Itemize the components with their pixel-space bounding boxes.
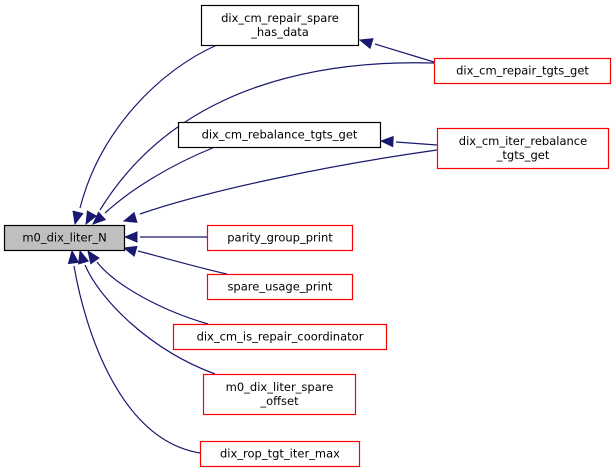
node-label: m0_dix_liter_spare: [226, 380, 334, 394]
edge-line: [137, 250, 228, 275]
edge-line: [395, 141, 438, 146]
edge-line: [99, 62, 435, 211]
node-label: spare_usage_print: [227, 280, 333, 294]
node-label: dix_cm_repair_spare: [221, 11, 339, 25]
node-label: dix_rop_tgt_iter_max: [220, 447, 340, 461]
node-box[interactable]: [199, 440, 361, 468]
node-box[interactable]: [206, 273, 354, 301]
node-dix-cm-iter-rebalance-tgts-get[interactable]: dix_cm_iter_rebalance_tgts_get: [436, 127, 610, 170]
edge-n7-root: [87, 249, 209, 325]
arrowhead-icon: [85, 210, 98, 226]
node-label: parity_group_print: [227, 231, 333, 245]
edge-line: [374, 43, 435, 63]
node-parity-group-print[interactable]: parity_group_print: [206, 224, 354, 252]
node-box[interactable]: [433, 57, 612, 85]
arrowhead-icon: [67, 249, 80, 265]
arrowhead-icon: [123, 231, 138, 243]
edge-n2-n1: [358, 38, 435, 63]
node-box: [3, 224, 126, 252]
node-label: dix_cm_iter_rebalance: [459, 134, 587, 148]
node-label: dix_cm_is_repair_coordinator: [197, 330, 364, 344]
node-label: _has_data: [250, 25, 309, 39]
arrowhead-icon: [379, 135, 394, 148]
node-dix-rop-tgt-iter-max[interactable]: dix_rop_tgt_iter_max: [199, 440, 361, 468]
edges-layer: [67, 38, 438, 454]
node-label: dix_cm_repair_tgts_get: [456, 64, 589, 78]
edge-n3-root: [92, 146, 216, 225]
node-spare-usage-print[interactable]: spare_usage_print: [206, 273, 354, 301]
node-dix-cm-repair-tgts-get[interactable]: dix_cm_repair_tgts_get: [433, 57, 612, 85]
edge-n2-root: [85, 62, 435, 226]
nodes-layer: m0_dix_liter_N dix_cm_repair_spare_has_da…: [3, 4, 612, 468]
edge-line: [73, 265, 201, 454]
arrowhead-icon: [122, 245, 138, 257]
edge-n4-n3: [379, 135, 438, 148]
edge-line: [79, 44, 218, 209]
root-node-m0-dix-liter-n: m0_dix_liter_N: [3, 224, 126, 252]
node-label: _offset: [259, 394, 299, 408]
node-label: m0_dix_liter_N: [22, 231, 106, 245]
node-box[interactable]: [177, 121, 382, 149]
edge-line: [96, 261, 209, 325]
arrowhead-icon: [87, 249, 100, 265]
node-label: dix_cm_rebalance_tgts_get: [202, 128, 358, 142]
node-label: _tgts_get: [496, 148, 550, 162]
arrowhead-icon: [72, 210, 84, 226]
edge-n6-root: [122, 245, 228, 275]
node-box[interactable]: [200, 4, 360, 47]
node-m0-dix-liter-spare-offset[interactable]: m0_dix_liter_spare_offset: [202, 373, 357, 416]
node-box[interactable]: [206, 224, 354, 252]
node-dix-cm-rebalance-tgts-get[interactable]: dix_cm_rebalance_tgts_get: [177, 121, 382, 149]
node-box[interactable]: [172, 323, 388, 351]
edge-line: [139, 149, 438, 215]
edge-n8-root: [78, 249, 216, 375]
edge-n5-root: [123, 231, 207, 243]
node-box[interactable]: [436, 127, 610, 170]
node-box[interactable]: [202, 373, 357, 416]
arrowhead-icon: [358, 38, 374, 50]
edge-line: [84, 264, 216, 375]
edge-n1-root: [72, 44, 218, 226]
edge-n9-root: [67, 249, 201, 454]
node-dix-cm-repair-spare-has-data[interactable]: dix_cm_repair_spare_has_data: [200, 4, 360, 47]
arrowhead-icon: [92, 211, 107, 225]
arrowhead-icon: [78, 249, 90, 265]
edge-line: [104, 146, 216, 214]
edge-n4-root: [122, 149, 438, 223]
node-dix-cm-is-repair-coordinator[interactable]: dix_cm_is_repair_coordinator: [172, 323, 388, 351]
arrowhead-icon: [122, 211, 138, 223]
